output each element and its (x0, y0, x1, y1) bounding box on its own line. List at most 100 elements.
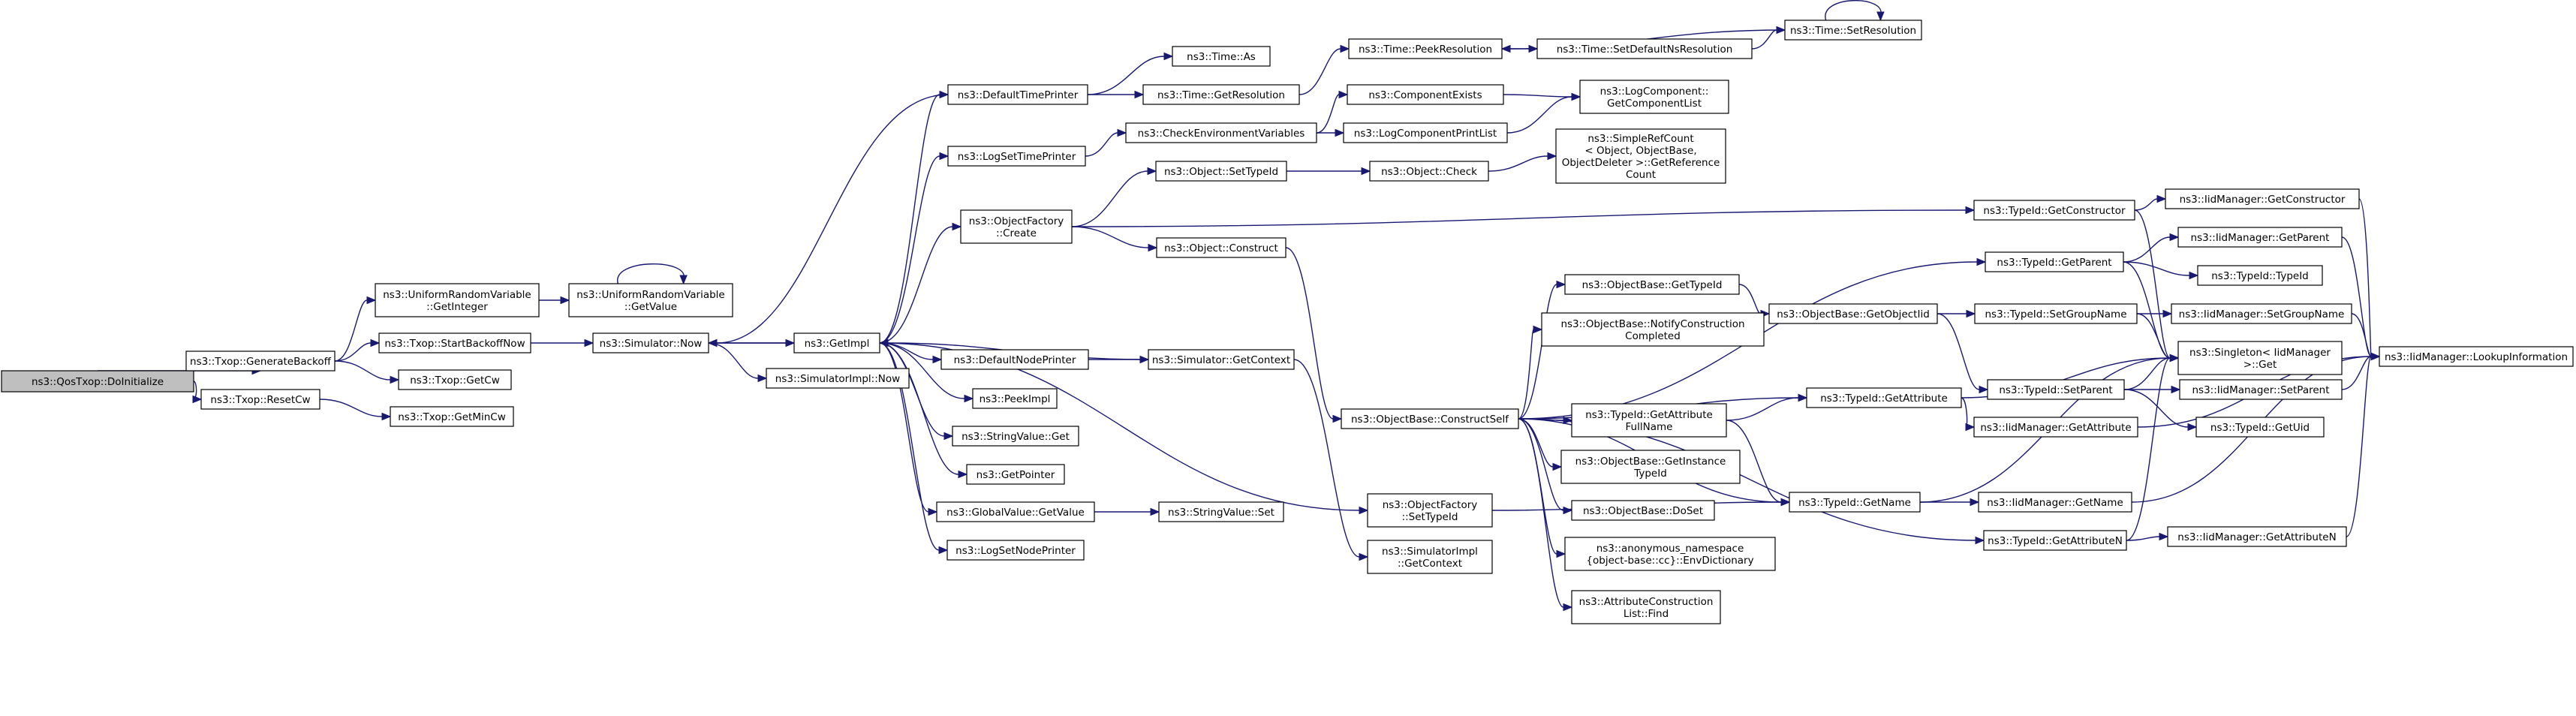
node-globval-getval[interactable]: ns3::GlobalValue::GetValue (936, 501, 1095, 522)
node-label: ns3::Time::SetResolution (1790, 25, 1916, 37)
node-typeid-setparent[interactable]: ns3::TypeId::SetParent (1987, 379, 2125, 400)
node-typeid-getuid[interactable]: ns3::TypeId::GetUid (2195, 417, 2325, 438)
node-obj-settypeid[interactable]: ns3::Object::SetTypeId (1155, 161, 1287, 182)
node-sim-now[interactable]: ns3::Simulator::Now (592, 332, 709, 353)
node-time-peekres[interactable]: ns3::Time::PeekResolution (1348, 38, 1503, 59)
edge-line (334, 299, 368, 362)
node-label: {object-base::cc}::EnvDictionary (1586, 555, 1753, 567)
edge-sim_now-to-simimpl_now (708, 342, 768, 383)
node-iid-lookup[interactable]: ns3::IidManager::LookupInformation (2379, 346, 2574, 367)
node-iid-setgroup[interactable]: ns3::IidManager::SetGroupName (2171, 303, 2352, 324)
node-iid-getname[interactable]: ns3::IidManager::GetName (1978, 492, 2132, 513)
node-defnodeprinter[interactable]: ns3::DefaultNodePrinter (940, 349, 1089, 370)
node-objbase-doset[interactable]: ns3::ObjectBase::DoSet (1571, 500, 1715, 521)
node-sim-getctx[interactable]: ns3::Simulator::GetContext (1148, 349, 1295, 370)
node-peekimpl[interactable]: ns3::PeekImpl (972, 388, 1058, 409)
node-objfactory-settypeid[interactable]: ns3::ObjectFactory::SetTypeId (1367, 493, 1493, 528)
node-getimpl[interactable]: ns3::GetImpl (793, 332, 880, 353)
edge-checkenv-to-compexists (1316, 90, 1349, 134)
node-compexists[interactable]: ns3::ComponentExists (1347, 84, 1504, 105)
node-box (1172, 46, 1271, 67)
edge-typeid_setparent-to-typeid_getuid (2123, 389, 2198, 432)
edge-obj_check-to-simplerefcount (1488, 152, 1557, 172)
node-obj-construct[interactable]: ns3::Object::Construct (1156, 237, 1286, 258)
edge-obj_construct-to-objbase_constructself (1285, 247, 1343, 423)
node-time-as[interactable]: ns3::Time::As (1172, 46, 1271, 67)
node-iid-getattrn[interactable]: ns3::IidManager::GetAttributeN (2167, 526, 2347, 547)
node-typeid-getname[interactable]: ns3::TypeId::GetName (1789, 492, 1921, 513)
node-strval-get[interactable]: ns3::StringValue::Get (952, 426, 1079, 447)
node-root[interactable]: ns3::QosTxop::DoInitialize (1, 370, 194, 393)
node-genbackoff[interactable]: ns3::Txop::GenerateBackoff (185, 350, 336, 372)
node-time-getres[interactable]: ns3::Time::GetResolution (1142, 84, 1300, 105)
node-objbase-gettypeid[interactable]: ns3::ObjectBase::GetTypeId (1564, 274, 1740, 295)
node-box (1155, 161, 1287, 182)
node-getmincw[interactable]: ns3::Txop::GetMinCw (390, 406, 514, 427)
node-obj-check[interactable]: ns3::Object::Check (1369, 161, 1489, 182)
node-strval-set[interactable]: ns3::StringValue::Set (1158, 501, 1284, 522)
edge-line (2126, 536, 2160, 541)
node-label: ns3::Time::PeekResolution (1359, 44, 1492, 56)
node-label: ns3::IidManager::GetParent (2191, 232, 2330, 244)
node-getcw[interactable]: ns3::Txop::GetCw (398, 369, 512, 390)
node-simimpl-getctx[interactable]: ns3::SimulatorImpl::GetContext (1367, 540, 1493, 574)
edge-typeid_setgroup-to-iid_setgroup (2137, 309, 2173, 318)
node-typeid-getparent[interactable]: ns3::TypeId::GetParent (1985, 251, 2124, 272)
node-logcompprint[interactable]: ns3::LogComponentPrintList (1343, 122, 1508, 143)
node-iid-getattr[interactable]: ns3::IidManager::GetAttribute (1973, 417, 2138, 438)
node-label: ns3::TypeId::SetParent (1999, 384, 2112, 396)
node-logsettime[interactable]: ns3::LogSetTimePrinter (947, 146, 1086, 167)
node-time-setres[interactable]: ns3::Time::SetResolution (1784, 20, 1922, 41)
node-objbase-getobjtid[interactable]: ns3::ObjectBase::GetObjectIid (1768, 303, 1938, 324)
node-label: ns3::DefaultNodePrinter (954, 354, 1076, 366)
edge-arrowhead (2171, 385, 2181, 394)
node-objfactory-create[interactable]: ns3::ObjectFactory::Create (960, 209, 1073, 244)
node-typeid-getctor[interactable]: ns3::TypeId::GetConstructor (1973, 200, 2135, 221)
node-box (1974, 303, 2138, 324)
node-typeid-setgroup[interactable]: ns3::TypeId::SetGroupName (1974, 303, 2138, 324)
node-time-setdefres[interactable]: ns3::Time::SetDefaultNsResolution (1536, 38, 1753, 59)
node-label: ns3::Simulator::GetContext (1152, 354, 1290, 366)
node-singleton-get[interactable]: ns3::Singleton< IidManager>::Get (2177, 341, 2343, 375)
node-box (1156, 237, 1286, 258)
node-iid-setparent[interactable]: ns3::IidManager::SetParent (2179, 379, 2343, 400)
node-resetcw[interactable]: ns3::Txop::ResetCw (200, 389, 320, 410)
node-urv-getval[interactable]: ns3::UniformRandomVariable::GetValue (568, 283, 733, 317)
node-typeid-typeid[interactable]: ns3::TypeId::TypeId (2197, 265, 2323, 286)
node-logsetnode[interactable]: ns3::LogSetNodePrinter (946, 540, 1085, 561)
node-box (1784, 20, 1922, 41)
edge-line (2134, 209, 2171, 359)
edge-getimpl-to-logsettime (879, 152, 949, 344)
node-objbase-constructself[interactable]: ns3::ObjectBase::ConstructSelf (1341, 408, 1519, 429)
node-typeid-getattr[interactable]: ns3::TypeId::GetAttribute (1806, 387, 1962, 408)
node-getpointer[interactable]: ns3::GetPointer (966, 464, 1065, 485)
node-simimpl-now[interactable]: ns3::SimulatorImpl::Now (766, 368, 910, 389)
edge-genbackoff-to-urv_getint (334, 296, 377, 362)
node-box (2379, 346, 2574, 367)
edge-arrowhead (1552, 462, 1563, 471)
node-label: ns3::Txop::GetMinCw (398, 411, 506, 423)
edge-arrowhead (1335, 128, 1345, 137)
node-startbackoff[interactable]: ns3::Txop::StartBackoffNow (378, 332, 531, 353)
edge-arrowhead (1979, 385, 1989, 394)
edge-arrowhead (1976, 257, 1987, 266)
node-iid-getctor[interactable]: ns3::IidManager::GetConstructor (2165, 188, 2360, 209)
node-logcomp-getlist[interactable]: ns3::LogComponent::GetComponentList (1579, 80, 1729, 114)
node-urv-getint[interactable]: ns3::UniformRandomVariable::GetInteger (375, 283, 540, 317)
edge-line (1071, 226, 1149, 248)
edge-arrowhead (2370, 352, 2381, 361)
node-checkenv[interactable]: ns3::CheckEnvironmentVariables (1125, 122, 1317, 143)
edge-arrowhead (1975, 536, 1985, 545)
node-simplerefcount[interactable]: ns3::SimpleRefCount< Object, ObjectBase,… (1555, 128, 1726, 184)
edge-line (2134, 198, 2158, 211)
node-iid-getparent[interactable]: ns3::IidManager::GetParent (2177, 227, 2343, 248)
node-typeid-getattrn[interactable]: ns3::TypeId::GetAttributeN (1983, 530, 2127, 551)
node-anon-envdict[interactable]: ns3::anonymous_namespace{object-base::cc… (1564, 537, 1776, 571)
node-objbase-notify[interactable]: ns3::ObjectBase::NotifyConstructionCompl… (1541, 312, 1765, 347)
edge-arrowhead (1556, 549, 1566, 558)
node-deftimeprinter[interactable]: ns3::DefaultTimePrinter (947, 84, 1088, 105)
